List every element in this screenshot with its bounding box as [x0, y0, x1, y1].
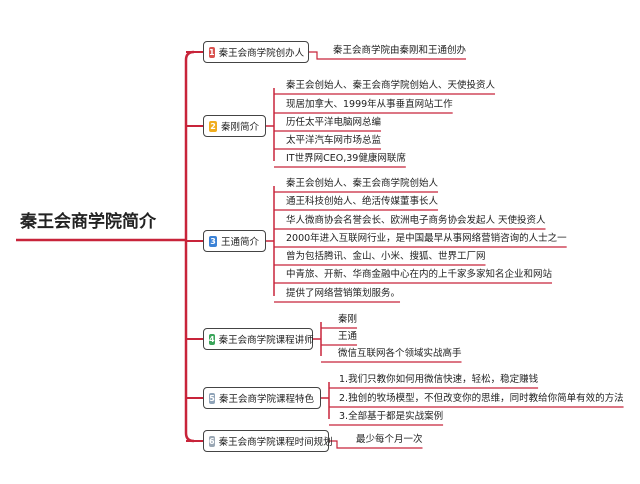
root-topic: 秦王会商学院简介 [20, 212, 156, 232]
leaf-text: IT世界网CEO,39健康网联席 [286, 153, 406, 164]
branch-label: 秦王会商学院课程时间规划 [218, 437, 333, 448]
leaf-text: 1.我们只教你如何用微信快速，轻松，稳定赚钱 [339, 374, 539, 385]
leaf-text: 中青旅、开新、华商金融中心在内的上千家多家知名企业和网站 [286, 269, 553, 280]
branch-label: 秦刚简介 [220, 122, 259, 133]
leaf-text: 王通 [338, 331, 358, 342]
leaf-underline [309, 51, 467, 60]
number-badge: 4 [209, 333, 215, 345]
leaf-text: 太平洋汽车网市场总监 [286, 135, 382, 146]
branch-label: 秦王会商学院创办人 [218, 48, 305, 59]
number-badge: 2 [209, 120, 217, 132]
leaf-underline [329, 440, 423, 449]
branch-label: 秦王会商学院课程讲师 [218, 335, 314, 346]
leaf-text: 历任太平洋电脑网总编 [286, 117, 382, 128]
leaf-text: 秦王会商学院由秦刚和王通创办 [333, 45, 467, 56]
leaf-text: 2000年进入互联网行业，是中国最早从事网络营销咨询的人士之一 [286, 233, 567, 244]
trunk-line [184, 50, 195, 443]
leaf-text: 最少每个月一次 [356, 434, 423, 445]
number-badge: 6 [209, 435, 215, 447]
leaf-text: 2.独创的牧场模型，不但改变你的思维，同时教给你简单有效的方法 [339, 393, 624, 404]
leaf-text: 现居加拿大、1999年从事垂直网站工作 [286, 99, 453, 110]
leaf-text: 通王科技创始人、绝活传媒董事长人 [286, 196, 439, 207]
leaf-text: 秦刚 [338, 314, 358, 325]
leaf-text: 3.全部基于都是实战案例 [339, 411, 444, 422]
leaf-text: 秦王会创始人、秦王会商学院创始人 [286, 178, 439, 189]
leaf-text: 曾为包括腾讯、金山、小米、搜狐、世界工厂网 [286, 251, 486, 262]
number-badge: 5 [209, 392, 215, 404]
branch-label: 王通简介 [220, 237, 259, 248]
branch-label: 秦王会商学院课程特色 [218, 394, 314, 405]
leaf-text: 秦王会创始人、秦王会商学院创始人、天使投资人 [286, 80, 496, 91]
leaf-text: 微信互联网各个领域实战高手 [338, 348, 462, 359]
leaf-text: 华人微商协会名誉会长、欧洲电子商务协会发起人 天使投资人 [286, 215, 546, 226]
number-badge: 1 [209, 46, 215, 58]
number-badge: 3 [209, 235, 217, 247]
leaf-text: 提供了网络营销策划服务。 [286, 288, 401, 299]
